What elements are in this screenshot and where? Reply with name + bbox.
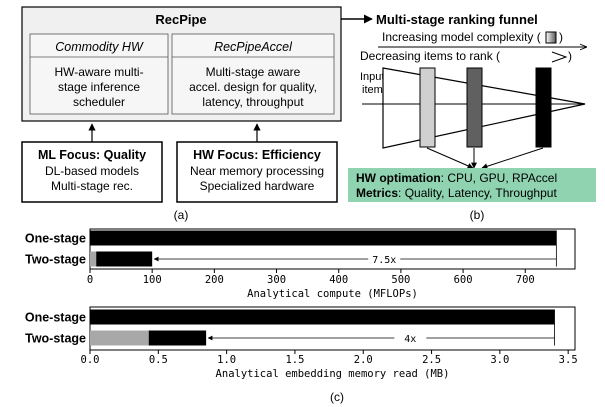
caption-c: (c): [330, 390, 344, 404]
x-tick-label: 200: [205, 274, 224, 286]
x-tick-label: 3.5: [559, 354, 578, 366]
triangle-icon: [551, 51, 568, 63]
x-tick-label: 600: [454, 274, 473, 286]
x-tick-label: 0.5: [149, 354, 168, 366]
x-tick-label: 0: [87, 274, 93, 286]
accel-line: latency, throughput: [202, 95, 304, 109]
complexity-label: Increasing model complexity (: [382, 30, 541, 44]
hw-focus-line: Near memory processing: [190, 164, 324, 178]
items-close: ): [568, 49, 572, 63]
bar-segment: [90, 230, 557, 246]
bar-segment: [90, 309, 555, 325]
input-label: Input: [360, 71, 384, 83]
bar-segment: [148, 330, 207, 346]
hw-metrics-highlight: [348, 168, 596, 202]
category-label: One-stage: [25, 311, 86, 325]
commodity-line: stage inference: [58, 80, 140, 94]
category-label: One-stage: [25, 232, 86, 246]
commodity-hw-box: [29, 33, 169, 115]
x-tick-label: 0.0: [81, 354, 100, 366]
complexity-gradient-icon: [545, 31, 557, 44]
complexity-close: ): [559, 30, 563, 44]
x-tick-label: 100: [143, 274, 162, 286]
hw-focus-box: [176, 141, 338, 203]
hw-focus-line: Specialized hardware: [200, 179, 315, 193]
annotation-bg: [368, 252, 401, 266]
category-label: Two-stage: [25, 253, 86, 267]
panel-a: RecPipe Commodity HW HW-aware multi- sta…: [21, 6, 342, 222]
x-tick-label: 3.0: [490, 354, 509, 366]
commodity-line: scheduler: [73, 95, 125, 109]
plot-frame: [89, 228, 576, 270]
caption-b: (b): [470, 208, 485, 222]
bar-segment: [96, 251, 153, 267]
bar-segment: [90, 330, 149, 346]
bar-segment: [90, 251, 97, 267]
accel-line: accel. design for quality,: [189, 80, 317, 94]
hw-focus-title: HW Focus: Efficiency: [193, 148, 321, 162]
caption-a: (a): [174, 208, 189, 222]
stage-2-model: [466, 67, 483, 148]
recpipeaccel-title: RecPipeAccel: [214, 40, 293, 54]
recpipeaccel-box: [171, 33, 335, 115]
x-tick-label: 1.0: [217, 354, 236, 366]
stage-3-arrow: [481, 147, 544, 170]
x-tick-label: 500: [391, 274, 410, 286]
funnel-shape: [382, 67, 586, 149]
items-label: Decreasing items to rank (: [360, 49, 500, 63]
x-tick-label: 300: [267, 274, 286, 286]
stage-1-model: [419, 67, 436, 148]
input-label: items: [362, 84, 389, 96]
x-tick-label: 700: [516, 274, 535, 286]
x-tick-label: 2.5: [422, 354, 441, 366]
metrics-label: Metrics: Quality, Latency, Throughput: [356, 186, 557, 200]
stage-3-model: [535, 67, 552, 148]
plot-frame: [89, 306, 576, 351]
annotation-bg: [394, 331, 427, 345]
accel-line: Multi-stage aware: [206, 65, 301, 79]
stage-1-arrow: [426, 147, 474, 169]
category-label: Two-stage: [25, 332, 86, 346]
commodity-line: HW-aware multi-: [54, 65, 143, 79]
ml-focus-line: DL-based models: [45, 164, 139, 178]
panel-b: Multi-stage ranking funnel Increasing mo…: [341, 12, 596, 222]
commodity-hw-title: Commodity HW: [55, 40, 144, 54]
annotation-label: 4x: [404, 334, 416, 345]
x-axis-label: Analytical compute (MFLOPs): [247, 288, 418, 300]
recpipe-title: RecPipe: [155, 12, 206, 27]
funnel-title: Multi-stage ranking funnel: [376, 12, 538, 27]
ml-focus-line: Multi-stage rec.: [51, 179, 133, 193]
x-axis-label: Analytical embedding memory read (MB): [216, 368, 450, 380]
x-tick-label: 2.0: [354, 354, 373, 366]
annotation-label: 7.5x: [372, 255, 396, 266]
x-tick-label: 400: [329, 274, 348, 286]
ml-focus-box: [21, 141, 163, 203]
ml-focus-title: ML Focus: Quality: [38, 148, 146, 162]
x-tick-label: 1.5: [285, 354, 304, 366]
hw-optimation-label: HW optimation: CPU, GPU, RPAccel: [356, 171, 557, 185]
